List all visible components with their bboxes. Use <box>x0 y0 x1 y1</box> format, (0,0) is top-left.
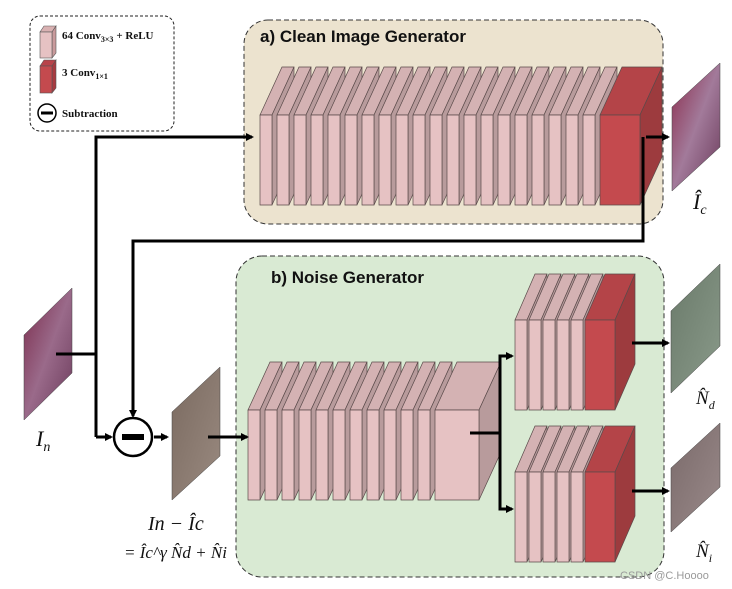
clean-conv-relu-slab-20-front <box>582 114 596 206</box>
clean-conv-relu-slab-3-front <box>293 114 307 206</box>
legend-conv1x1-swatch <box>39 59 57 94</box>
clean-conv-relu-slab-15-front <box>497 114 511 206</box>
clean-conv-relu-slab-14-front <box>480 114 494 206</box>
residual-image <box>171 366 221 501</box>
ni-output-label: N̂i <box>695 541 712 565</box>
ni-output-image <box>670 422 721 533</box>
noise-conv-relu-slab-3-front <box>281 409 295 501</box>
ni-branch-conv-stack <box>514 425 636 563</box>
clean-conv-relu-slab-18-front <box>548 114 562 206</box>
noise-conv-relu-slab-7-front <box>349 409 363 501</box>
clean-conv-relu-slab-2-front <box>276 114 290 206</box>
clean-conv-relu-slab-10-front <box>412 114 426 206</box>
clean-conv-relu-slab-8-front <box>378 114 392 206</box>
clean-conv-relu-slab-12-front <box>446 114 460 206</box>
noise-generator-title: b) Noise Generator <box>271 268 424 287</box>
clean-conv-relu-slab-13-front <box>463 114 477 206</box>
ni-conv-relu-slab-1-front <box>514 471 528 563</box>
legend-subtraction-label: Subtraction <box>62 108 118 120</box>
clean-conv-relu-slab-6-front <box>344 114 358 206</box>
ni-conv-relu-slab-4-front <box>556 471 570 563</box>
noise-shared-conv-stack <box>247 361 502 501</box>
ni-conv1x1-slab-front <box>584 471 616 563</box>
noise-conv-relu-slab-5-front <box>315 409 329 501</box>
legend-subtraction-icon <box>37 103 57 123</box>
legend: 64 Conv3×3+ ReLU 3 Conv1×1 Subtraction <box>29 15 175 132</box>
watermark: CSDN @C.Hoooo <box>620 570 709 582</box>
nd-output-image <box>670 263 721 394</box>
input-image <box>23 287 73 421</box>
subtraction-node <box>112 416 154 458</box>
nd-conv-relu-slab-1-front <box>514 319 528 411</box>
noise-conv-relu-slab-11-front <box>417 409 431 501</box>
input-label: In <box>35 426 50 455</box>
input-to-clean-arrow <box>94 133 254 437</box>
legend-conv-relu-label: 64 Conv3×3+ ReLU <box>62 30 154 44</box>
residual-equation: = Îc^γ N̂d + N̂i <box>124 543 227 562</box>
clean-conv-relu-slab-9-front <box>395 114 409 206</box>
clean-conv1x1-slab-front <box>599 114 641 206</box>
clean-conv-stack <box>259 66 663 206</box>
clean-feedback-arrow <box>129 137 645 418</box>
clean-conv-relu-slab-1-front <box>259 114 273 206</box>
noise-conv-relu-slab-10-front <box>400 409 414 501</box>
nd-conv1x1-slab-front <box>584 319 616 411</box>
clean-conv-relu-slab-5-front <box>327 114 341 206</box>
clean-conv-relu-slab-16-front <box>514 114 528 206</box>
connections <box>56 133 670 513</box>
clean-image-generator: a) Clean Image Generator <box>243 19 664 225</box>
clean-conv-relu-slab-7-front <box>361 114 375 206</box>
clean-output-label: Îc <box>692 189 707 218</box>
noise-conv-relu-slab-2-front <box>264 409 278 501</box>
trunk-to-nd-branch-arrow <box>498 352 514 433</box>
noise-conv-relu-slab-final-front <box>434 409 480 501</box>
residual-label: In − Îc <box>147 512 204 535</box>
nd-branch-conv-stack <box>514 273 636 411</box>
clean-output-image <box>671 62 721 192</box>
noise-conv-relu-slab-4-front <box>298 409 312 501</box>
noise-conv-relu-slab-6-front <box>332 409 346 501</box>
ni-conv-relu-slab-2-front <box>528 471 542 563</box>
noise-conv-relu-slab-1-front <box>247 409 261 501</box>
nd-conv-relu-slab-2-front <box>528 319 542 411</box>
ni-conv-relu-slab-5-front <box>570 471 584 563</box>
nd-conv-relu-slab-4-front <box>556 319 570 411</box>
legend-conv-relu-swatch <box>39 25 57 59</box>
nd-conv-relu-slab-5-front <box>570 319 584 411</box>
clean-conv-relu-slab-17-front <box>531 114 545 206</box>
nd-output-label: N̂d <box>695 388 716 412</box>
clean-conv-relu-slab-4-front <box>310 114 324 206</box>
noise-conv-relu-slab-8-front <box>366 409 380 501</box>
nd-conv-relu-slab-3-front <box>542 319 556 411</box>
clean-conv-relu-slab-11-front <box>429 114 443 206</box>
noise-conv-relu-slab-9-front <box>383 409 397 501</box>
legend-conv1x1-label: 3 Conv1×1 <box>62 67 108 81</box>
trunk-to-ni-branch-arrow <box>498 433 514 513</box>
clean-conv-relu-slab-19-front <box>565 114 579 206</box>
ni-conv-relu-slab-3-front <box>542 471 556 563</box>
clean-generator-title: a) Clean Image Generator <box>260 27 466 46</box>
noise-generator: b) Noise Generator <box>235 255 665 578</box>
